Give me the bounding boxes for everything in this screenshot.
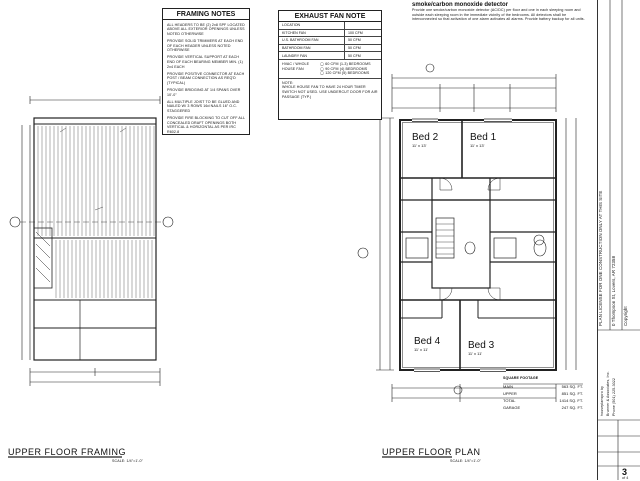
license-note: PLAN LICENSE FOR ONE CONSTRUCTION ONLY A…: [598, 190, 603, 326]
sqft-label: UPPER: [503, 390, 517, 396]
framing-note-item: ALL HEADERS TO BE (2) 2x8 SPF LOCATED AB…: [167, 22, 245, 36]
fan-note-label: NOTE:: [282, 80, 294, 85]
room-name: Bed 2: [412, 132, 439, 143]
title-block: PLAN LICENSE FOR ONE CONSTRUCTION ONLY A…: [597, 0, 640, 480]
sqft-label: MAIN: [503, 383, 513, 389]
sqft-value: 247 SQ. FT.: [561, 404, 583, 410]
list-item: GARAGE 247 SQ. FT.: [503, 404, 583, 411]
framing-notes-title: FRAMING NOTES: [163, 9, 249, 20]
framing-plan-title: UPPER FLOOR FRAMING: [8, 447, 127, 457]
sheet-number: 3: [622, 467, 628, 477]
room-size: 11' x 11': [468, 351, 483, 356]
hvac-option: ◯ 60 CFM (1-3) BEDROOMS: [320, 62, 371, 67]
sqft-value: 563 SQ. FT.: [561, 383, 583, 389]
table-row: LOCATION: [279, 22, 381, 30]
fan-cfm-value: 50 CFM: [344, 44, 381, 53]
fan-cfm-value: 50 CFM: [344, 51, 381, 60]
framing-plan: [8, 96, 174, 458]
option-circle-icon: ◯: [320, 71, 326, 76]
framing-notes-box: FRAMING NOTES ALL HEADERS TO BE (2) 2x8 …: [162, 8, 250, 135]
hvac-option-label: 90 CFM (4) BEDROOMS: [325, 66, 368, 71]
company-site: houseplanspro by: [600, 386, 604, 416]
square-footage-table: SQUARE FOOTAGE MAIN 563 SQ. FT. UPPER 851 S…: [503, 376, 583, 411]
fan-location: BATHROOM FAN: [279, 44, 345, 53]
framing-note-item: PROVIDE SOLID TRIMMERS AT EACH END OF EA…: [167, 38, 244, 53]
floor-plan-scale: SCALE: 1/4"=1'-0": [450, 459, 482, 463]
room-name: Bed 3: [468, 340, 495, 351]
company-phone: Phone (501) 225-3022: [612, 378, 616, 416]
framing-note-item: PROVIDE FIRE BLOCKING TO CUT OFF ALL CON…: [167, 116, 245, 135]
floor-plan: [357, 63, 577, 458]
smoke-detector-note: smoke/carbon monoxide detector Provide o…: [412, 2, 590, 22]
sqft-label: GARAGE: [503, 404, 521, 410]
room-name: Bed 1: [470, 132, 497, 143]
sqft-value: 1414 SQ. FT.: [559, 397, 583, 403]
fan-location: LAUNDRY FAN: [279, 51, 345, 60]
framing-notes-list: ALL HEADERS TO BE (2) 2x8 SPF LOCATED AB…: [163, 23, 249, 135]
hvac-option-label: 120 CFM (5) BEDROOMS: [325, 71, 370, 76]
table-header-location: LOCATION: [279, 22, 345, 30]
framing-note-item: PROVIDE BRIDGING AT 1/4 SPANS OVER 10'-0…: [167, 88, 241, 97]
fan-note-text: WHOLE HOUSE FAN TO HAVE 24 HOUR TIMER SW…: [282, 85, 378, 99]
hvac-label: HVAC / WHOLE HOUSE FAN: [282, 61, 310, 71]
framing-note-item: PROVIDE VERTICAL SUPPORT AT EACH END OF …: [167, 55, 243, 69]
hvac-option: ◯ 90 CFM (4) BEDROOMS: [320, 67, 371, 72]
framing-note-item: PROVIDE POSITIVE CONNECTOR AT EACH POST …: [167, 71, 245, 85]
square-footage-title: SQUARE FOOTAGE: [503, 376, 539, 380]
room-size: 11' x 13': [412, 143, 427, 148]
title-block-frame: [597, 0, 640, 480]
list-item: TOTAL 1414 SQ. FT.: [503, 397, 583, 404]
smoke-note-heading: smoke/carbon monoxide detector: [412, 2, 509, 8]
framing-note-item: ALL MULTIPLE JOIST TO BE GLUED AND NAILE…: [167, 99, 240, 114]
fan-location: KITCHEN FAN: [279, 29, 345, 38]
fan-note-text-block: NOTE: WHOLE HOUSE FAN TO HAVE 24 HOUR TI…: [279, 77, 381, 101]
hvac-options: ◯ 60 CFM (1-3) BEDROOMS◯ 90 CFM (4) BEDR…: [320, 62, 371, 76]
room-size: 11' x 13': [470, 143, 485, 148]
company-name: Brunner & Associates, Inc.: [606, 371, 610, 416]
fan-cfm-value: 50 CFM: [344, 36, 381, 45]
smoke-note-text: Provide one smoke/carbon monoxide detect…: [412, 8, 585, 22]
site-address: 0 Thompson St, Lovers, AR 72358: [611, 255, 616, 326]
fan-cfm-value: 100 CFM: [344, 29, 381, 38]
option-circle-icon: ◯: [320, 66, 326, 71]
room-name: Bed 4: [414, 336, 441, 347]
floor-plan-title: UPPER FLOOR PLAN: [382, 447, 481, 457]
framing-plan-scale: SCALE: 1/4"=1'-0": [112, 459, 144, 463]
list-item: UPPER 851 SQ. FT.: [503, 390, 583, 397]
hvac-row: HVAC / WHOLE HOUSE FAN ◯ 60 CFM (1-3) BE…: [279, 60, 381, 78]
fan-location: U.S. BATHROOM FAN: [279, 36, 345, 45]
hvac-option-label: 60 CFM (1-3) BEDROOMS: [325, 61, 371, 66]
sqft-value: 851 SQ. FT.: [561, 390, 583, 396]
square-footage-rows: MAIN 563 SQ. FT. UPPER 851 SQ. FT. TOTAL 1414…: [503, 383, 583, 411]
option-circle-icon: ◯: [320, 61, 326, 66]
copyright-note: Copyright: [623, 306, 628, 326]
exhaust-fan-note-title: EXHAUST FAN NOTE: [279, 11, 381, 22]
room-size: 11' x 11': [414, 347, 429, 352]
sqft-label: TOTAL: [503, 397, 516, 403]
hvac-option: ◯ 120 CFM (5) BEDROOMS: [320, 71, 371, 76]
sheet-of: of 4: [622, 476, 629, 480]
list-item: MAIN 563 SQ. FT.: [503, 383, 583, 390]
